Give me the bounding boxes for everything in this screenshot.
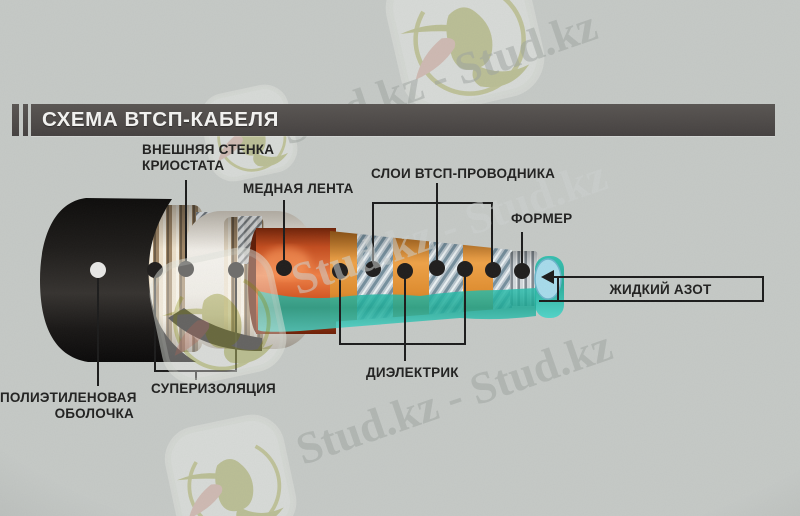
- label-cryostat-wall: ВНЕШНЯЯ СТЕНКА КРИОСТАТА: [142, 142, 275, 173]
- label-copper-tape: МЕДНАЯ ЛЕНТА: [243, 181, 354, 196]
- label-dielectric: ДИЭЛЕКТРИК: [366, 365, 459, 380]
- title-bar: СХЕМА ВТСП-КАБЕЛЯ: [31, 104, 775, 136]
- page-title: СХЕМА ВТСП-КАБЕЛЯ: [42, 108, 279, 131]
- label-polyethylene-sheath: ПОЛИЭТИЛЕНОВАЯ ОБОЛОЧКА: [0, 390, 137, 421]
- label-former: ФОРМЕР: [511, 211, 573, 226]
- label-superinsulation: СУПЕРИЗОЛЯЦИЯ: [151, 381, 276, 396]
- label-liquid-nitrogen: ЖИДКИЙ АЗОТ: [609, 282, 712, 297]
- stud-kz-logo-icon: [196, 82, 307, 193]
- title-accent-bar: [12, 104, 19, 136]
- stud-kz-logo-icon: [159, 410, 309, 516]
- title-accent-bar: [23, 104, 28, 136]
- label-hts-conductor-layers: СЛОИ ВТСП-ПРОВОДНИКА: [371, 166, 556, 181]
